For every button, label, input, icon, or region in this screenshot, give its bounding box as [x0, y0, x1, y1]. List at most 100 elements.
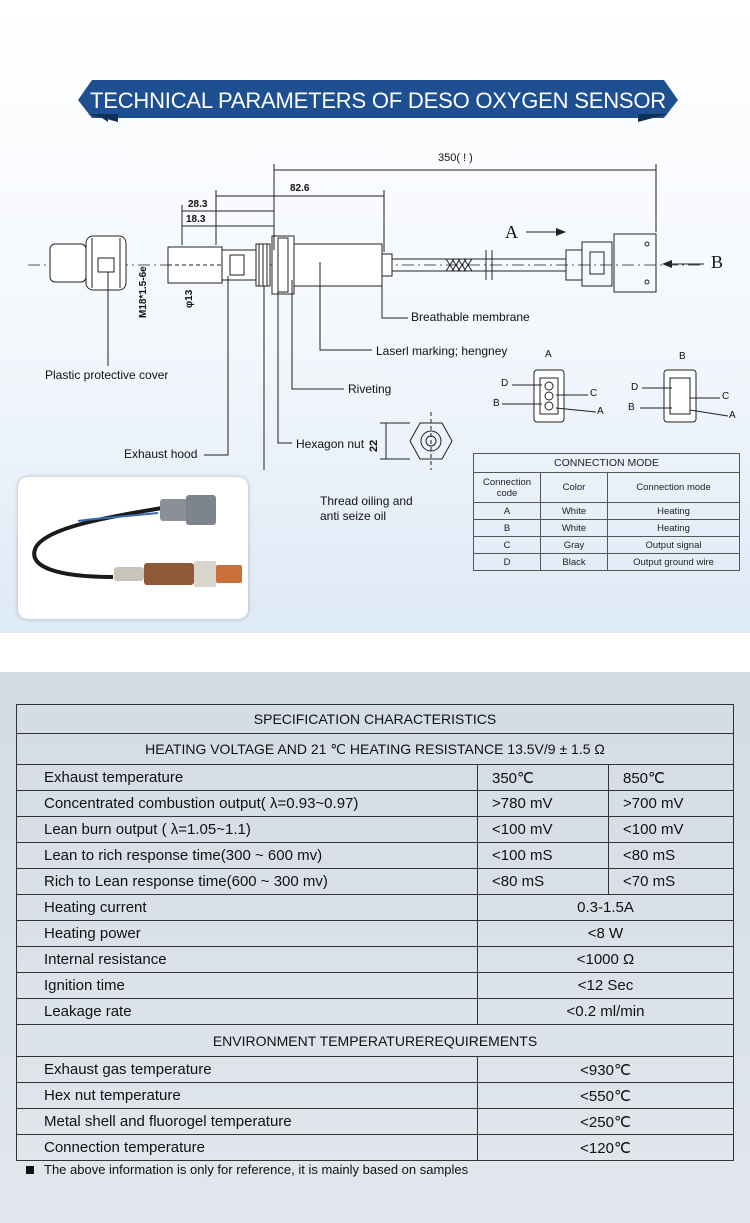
label-exhaust-hood: Exhaust hood: [124, 447, 198, 461]
dimension-82-6: 82.6: [290, 183, 310, 194]
dimension-18-3: 18.3: [186, 214, 206, 225]
spec-name: Heating power: [16, 920, 478, 947]
table-row: A White Heating: [473, 502, 740, 520]
spec-name: Lean burn output ( λ=1.05~1.1): [16, 816, 478, 843]
cell-code: C: [473, 536, 541, 554]
page-title: TECHNICAL PARAMETERS OF DESO OXYGEN SENS…: [90, 88, 666, 113]
label-riveting: Riveting: [348, 382, 392, 396]
cell-code: D: [473, 553, 541, 571]
connector-b-pin-a: A: [729, 410, 736, 421]
view-a-letter: A: [505, 222, 518, 242]
cell-mode: Output ground wire: [607, 553, 740, 571]
env-value: <930℃: [477, 1056, 734, 1083]
spec-value-2: <100 mV: [608, 816, 734, 843]
header-connection-code: Connection code: [473, 472, 541, 503]
label-breathable-membrane: Breathable membrane: [411, 310, 530, 324]
connector-a-title: A: [545, 349, 552, 360]
table-row: Rich to Lean response time(600 ~ 300 mv)…: [16, 868, 734, 895]
env-name: Connection temperature: [16, 1134, 478, 1161]
sensor-diagram: [28, 164, 729, 470]
table-row: Internal resistance <1000 Ω: [16, 946, 734, 973]
table-row: Exhaust temperature 350℃ 850℃: [16, 764, 734, 791]
spec-value-1: <100 mS: [477, 842, 609, 869]
cell-code: A: [473, 502, 541, 520]
label-anti-seize-oil: anti seize oil: [320, 509, 387, 523]
spec-value: <8 W: [477, 920, 734, 947]
connector-b-title: B: [679, 351, 686, 362]
spec-value: 0.3-1.5A: [477, 894, 734, 921]
cell-color: White: [540, 502, 608, 520]
cell-color: Black: [540, 553, 608, 571]
spec-value-1: <80 mS: [477, 868, 609, 895]
table-row: B White Heating: [473, 519, 740, 537]
label-thread-oiling: Thread oiling and: [320, 494, 413, 508]
dimension-hex: 22: [368, 439, 380, 452]
spec-name: Leakage rate: [16, 998, 478, 1025]
spec-title: SPECIFICATION CHARACTERISTICS: [16, 704, 734, 734]
spec-name: Rich to Lean response time(600 ~ 300 mv): [16, 868, 478, 895]
header-connection-mode: Connection mode: [607, 472, 740, 503]
dimension-thread: M18*1.5-6e: [138, 266, 149, 318]
spec-value-2: 850℃: [608, 764, 734, 791]
table-row: Lean burn output ( λ=1.05~1.1) <100 mV <…: [16, 816, 734, 843]
spec-value-2: >700 mV: [608, 790, 734, 817]
connection-mode-table: CONNECTION MODE Connection code Color Co…: [473, 453, 740, 571]
connector-a-pin-c: C: [590, 388, 598, 399]
env-value: <250℃: [477, 1108, 734, 1135]
table-row: Ignition time <12 Sec: [16, 972, 734, 999]
connection-mode-title: CONNECTION MODE: [473, 453, 740, 473]
env-value: <120℃: [477, 1134, 734, 1161]
table-row: Heating current 0.3-1.5A: [16, 894, 734, 921]
product-photo: [18, 477, 248, 619]
bullet-square-icon: [26, 1165, 34, 1174]
sensor-photo-illustration: [32, 495, 242, 587]
connector-a-pin-b: B: [493, 398, 500, 409]
spec-value: <0.2 ml/min: [477, 998, 734, 1025]
table-row: Concentrated combustion output( λ=0.93~0…: [16, 790, 734, 817]
table-row: Exhaust gas temperature <930℃: [16, 1056, 734, 1083]
cell-code: B: [473, 519, 541, 537]
table-row: Hex nut temperature <550℃: [16, 1082, 734, 1109]
table-row: Lean to rich response time(300 ~ 600 mv)…: [16, 842, 734, 869]
spec-value: <12 Sec: [477, 972, 734, 999]
specification-table: SPECIFICATION CHARACTERISTICS HEATING VO…: [16, 704, 734, 1161]
label-hexagon-nut: Hexagon nut: [296, 437, 365, 451]
spec-value-1: 350℃: [477, 764, 609, 791]
dimension-diameter: φ13: [184, 289, 195, 308]
spec-value-2: <70 mS: [608, 868, 734, 895]
env-name: Exhaust gas temperature: [16, 1056, 478, 1083]
table-row: Leakage rate <0.2 ml/min: [16, 998, 734, 1025]
spec-subtitle: HEATING VOLTAGE AND 21 ℃ HEATING RESISTA…: [16, 733, 734, 765]
table-row: D Black Output ground wire: [473, 553, 740, 571]
spec-name: Exhaust temperature: [16, 764, 478, 791]
connector-b-pin-c: C: [722, 391, 730, 402]
dimension-28-3: 28.3: [188, 199, 208, 210]
reference-note: The above information is only for refere…: [26, 1162, 468, 1177]
cell-color: Gray: [540, 536, 608, 554]
spec-name: Ignition time: [16, 972, 478, 999]
cell-mode: Heating: [607, 519, 740, 537]
view-b-letter: B: [711, 252, 724, 272]
env-name: Metal shell and fluorogel temperature: [16, 1108, 478, 1135]
reference-note-text: The above information is only for refere…: [44, 1162, 469, 1177]
table-row: Metal shell and fluorogel temperature <2…: [16, 1108, 734, 1135]
env-title: ENVIRONMENT TEMPERATUREREQUIREMENTS: [16, 1024, 734, 1057]
env-value: <550℃: [477, 1082, 734, 1109]
cell-mode: Heating: [607, 502, 740, 520]
table-row: C Gray Output signal: [473, 536, 740, 554]
table-row: Connection temperature <120℃: [16, 1134, 734, 1161]
table-row: Heating power <8 W: [16, 920, 734, 947]
label-plastic-cover: Plastic protective cover: [45, 368, 169, 382]
dimension-total-length: 350( ! ): [438, 152, 473, 164]
cell-mode: Output signal: [607, 536, 740, 554]
connector-a-pin-d: D: [501, 378, 509, 389]
connector-b-pin-b: B: [628, 402, 635, 413]
technical-parameters-section: TECHNICAL PARAMETERS OF DESO OXYGEN SENS…: [0, 0, 750, 633]
spec-name: Concentrated combustion output( λ=0.93~0…: [16, 790, 478, 817]
header-color: Color: [540, 472, 608, 503]
title-banner: [78, 80, 678, 122]
spec-value-1: <100 mV: [477, 816, 609, 843]
env-name: Hex nut temperature: [16, 1082, 478, 1109]
connector-b-pin-d: D: [631, 382, 639, 393]
spec-name: Internal resistance: [16, 946, 478, 973]
